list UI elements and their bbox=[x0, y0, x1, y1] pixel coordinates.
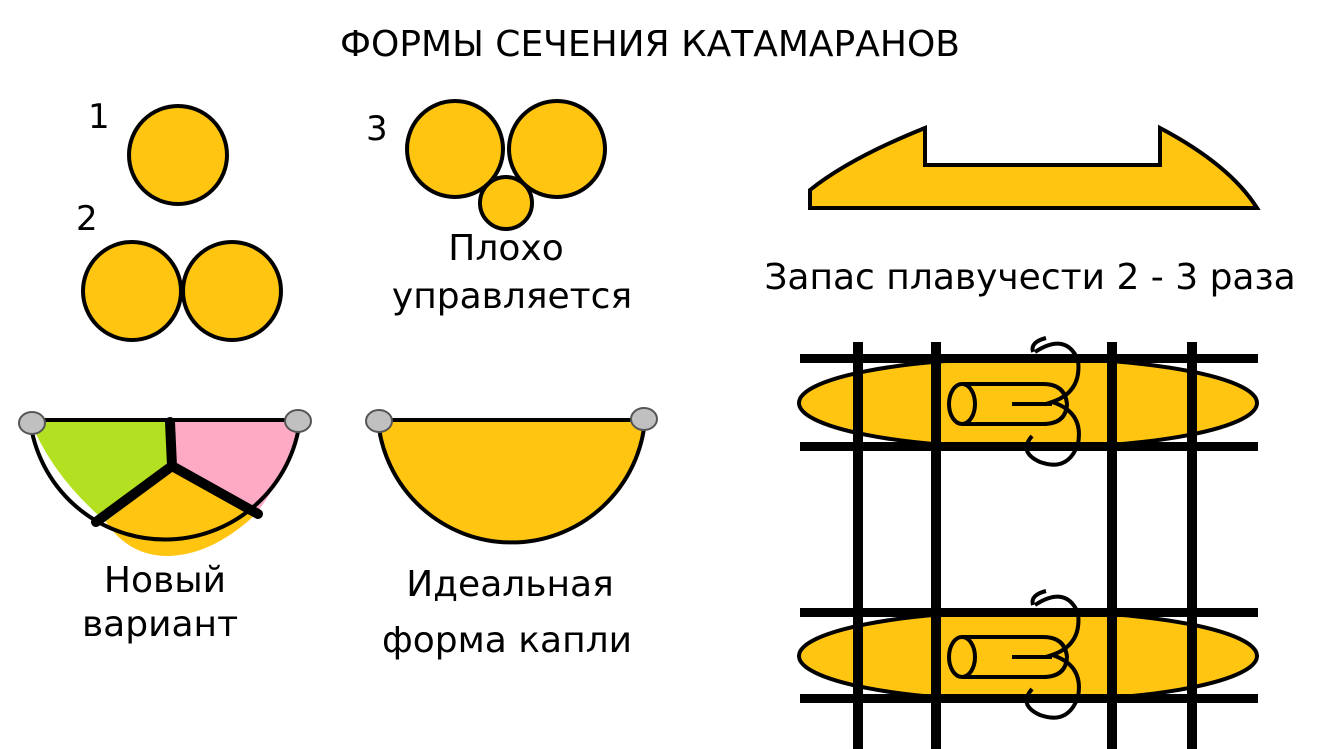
new-variant-section bbox=[18, 409, 312, 556]
label-shape-3: 3 bbox=[366, 109, 388, 149]
diagram-title: ФОРМЫ СЕЧЕНИЯ КАТАМАРАНОВ bbox=[340, 24, 960, 65]
label-new-variant-line1: Новый bbox=[104, 560, 226, 601]
label-ideal-line2: форма капли bbox=[382, 620, 632, 661]
label-new-variant-line2: вариант bbox=[82, 604, 238, 645]
frame-bar-1 bbox=[853, 342, 863, 749]
label-shape-1: 1 bbox=[88, 97, 110, 137]
shape-2-right-hull bbox=[181, 240, 283, 342]
label-ideal-line1: Идеальная bbox=[406, 564, 614, 605]
label-poor-handling-line1: Плохо bbox=[448, 228, 563, 269]
new-variant-right-fitting bbox=[284, 409, 312, 433]
hull-side-profile bbox=[808, 124, 1261, 210]
shape-2-left-hull bbox=[81, 240, 183, 342]
beam-2 bbox=[800, 442, 1258, 451]
lower-seat-sketch bbox=[947, 589, 1081, 720]
label-buoyancy: Запас плавучести 2 - 3 раза bbox=[764, 257, 1295, 298]
catamaran-top-view bbox=[797, 336, 1259, 749]
ideal-right-fitting bbox=[630, 407, 658, 431]
frame-bar-2 bbox=[931, 342, 941, 749]
label-shape-2: 2 bbox=[76, 199, 98, 239]
ideal-drop-section bbox=[365, 407, 658, 545]
new-variant-left-fitting bbox=[18, 411, 46, 435]
beam-4 bbox=[800, 694, 1258, 703]
beam-1 bbox=[800, 354, 1258, 363]
shape-3-right-hull bbox=[507, 99, 607, 199]
frame-bar-3 bbox=[1107, 342, 1117, 749]
shape-1-single-hull bbox=[127, 104, 229, 206]
label-poor-handling-line2: управляется bbox=[392, 276, 632, 317]
shape-3-bottom-hull bbox=[478, 175, 534, 231]
ideal-left-fitting bbox=[365, 409, 393, 433]
shape-3-left-hull bbox=[405, 99, 505, 199]
upper-seat-sketch bbox=[947, 336, 1081, 467]
frame-bar-4 bbox=[1187, 342, 1197, 749]
beam-3 bbox=[800, 608, 1258, 617]
